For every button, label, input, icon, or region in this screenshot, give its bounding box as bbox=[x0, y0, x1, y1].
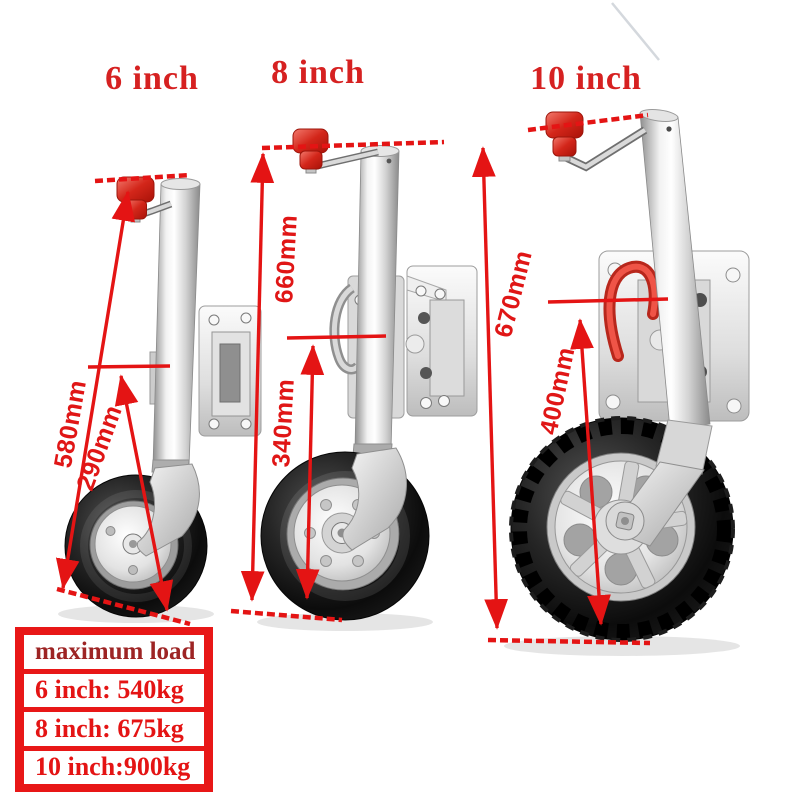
dim-arrow-340mm bbox=[295, 344, 325, 600]
dim-line-8-ground bbox=[230, 608, 343, 623]
photo-scratch-line bbox=[611, 2, 660, 61]
max-load-row-6-inch: 6 inch: 540kg bbox=[24, 673, 204, 707]
max-load-table-header: maximum load bbox=[24, 635, 204, 669]
pin-hole bbox=[666, 126, 672, 132]
dim-arrow-290mm bbox=[114, 374, 174, 612]
dim-arrow-580mm bbox=[55, 190, 136, 590]
wheel-shadow bbox=[257, 613, 433, 631]
dim-line-6-mid bbox=[87, 364, 171, 369]
dim-arrow-660mm bbox=[240, 152, 275, 602]
crank-handle bbox=[292, 128, 379, 174]
dim-label-660mm: 660mm bbox=[270, 213, 303, 304]
swivel-fork bbox=[342, 447, 407, 551]
product-title-10-inch: 10 inch bbox=[530, 60, 642, 97]
pin-hole bbox=[386, 158, 392, 164]
swivel-fork bbox=[605, 419, 713, 547]
dim-line-10-mid bbox=[547, 297, 669, 304]
max-load-row-8-inch: 8 inch: 675kg bbox=[24, 712, 204, 746]
dim-line-8-mid bbox=[286, 334, 387, 340]
dim-arrow-400mm bbox=[570, 318, 611, 626]
dim-line-10-ground bbox=[487, 637, 651, 646]
tire-tread bbox=[511, 418, 733, 640]
dim-arrow-670mm bbox=[471, 146, 509, 630]
max-load-row-10-inch: 10 inch:900kg bbox=[24, 750, 204, 784]
dim-line-10-top bbox=[527, 112, 649, 133]
dim-line-6-ground bbox=[56, 586, 191, 627]
dim-label-340mm: 340mm bbox=[267, 377, 300, 468]
max-load-table: maximum load 6 inch: 540kg 8 inch: 675kg… bbox=[15, 627, 213, 792]
dim-line-8-top bbox=[261, 139, 445, 151]
dim-line-6-top bbox=[94, 172, 191, 184]
support-tube bbox=[639, 109, 711, 430]
product-title-6-inch: 6 inch bbox=[105, 60, 199, 97]
product-title-8-inch: 8 inch bbox=[271, 54, 365, 91]
